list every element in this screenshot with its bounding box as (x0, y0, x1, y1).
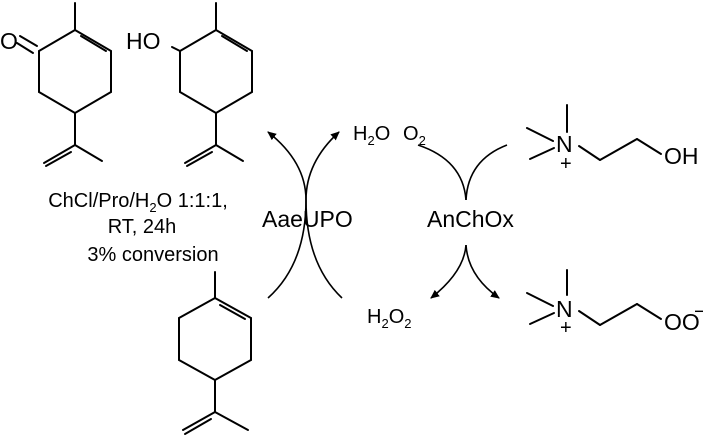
choline-positive-charge: + (560, 153, 572, 175)
reaction-conditions: ChCl/Pro/H2O 1:1:1, RT, 24h 3% conversio… (48, 190, 228, 266)
conditions-line-1: ChCl/Pro/H2O 1:1:1, (48, 190, 228, 215)
peroxycholine-negative-charge: − (694, 301, 703, 323)
arc-choline-in (465, 144, 508, 201)
carvone-oxygen-label: O (0, 28, 18, 54)
water-top-label: H2O (353, 123, 390, 148)
peroxycholine-structure: N + OO − (526, 269, 703, 339)
upo-arrows (267, 131, 343, 299)
hydrogen-peroxide-label: H2O2 (367, 306, 411, 331)
oxygen-top-label: O2 (403, 123, 426, 148)
conditions-line-3: 3% conversion (87, 244, 218, 266)
choline-nitrogen-label: N (556, 131, 573, 157)
peroxycholine-nitrogen-label: N (556, 296, 573, 322)
conditions-line-2: RT, 24h (108, 216, 177, 238)
arrow-to-carveol (305, 131, 343, 299)
choline-structure: N + OH (526, 104, 699, 175)
choline-hydroxyl-label: OH (664, 143, 699, 169)
peroxycholine-positive-charge: + (560, 317, 572, 339)
chox-arrows (417, 144, 508, 299)
carveol-hydroxyl-label: HO (126, 28, 161, 54)
arc-o2-in (417, 144, 467, 201)
peroxycholine-oo-label: OO (664, 309, 700, 335)
carvone-structure: O (0, 2, 112, 167)
arrow-to-peroxycholine (465, 244, 500, 299)
enzyme-anchox-label: AnChOx (427, 206, 514, 232)
limonene-structure (178, 271, 252, 435)
arrow-to-h2o2 (430, 244, 467, 299)
carveol-structure: HO (126, 2, 253, 167)
